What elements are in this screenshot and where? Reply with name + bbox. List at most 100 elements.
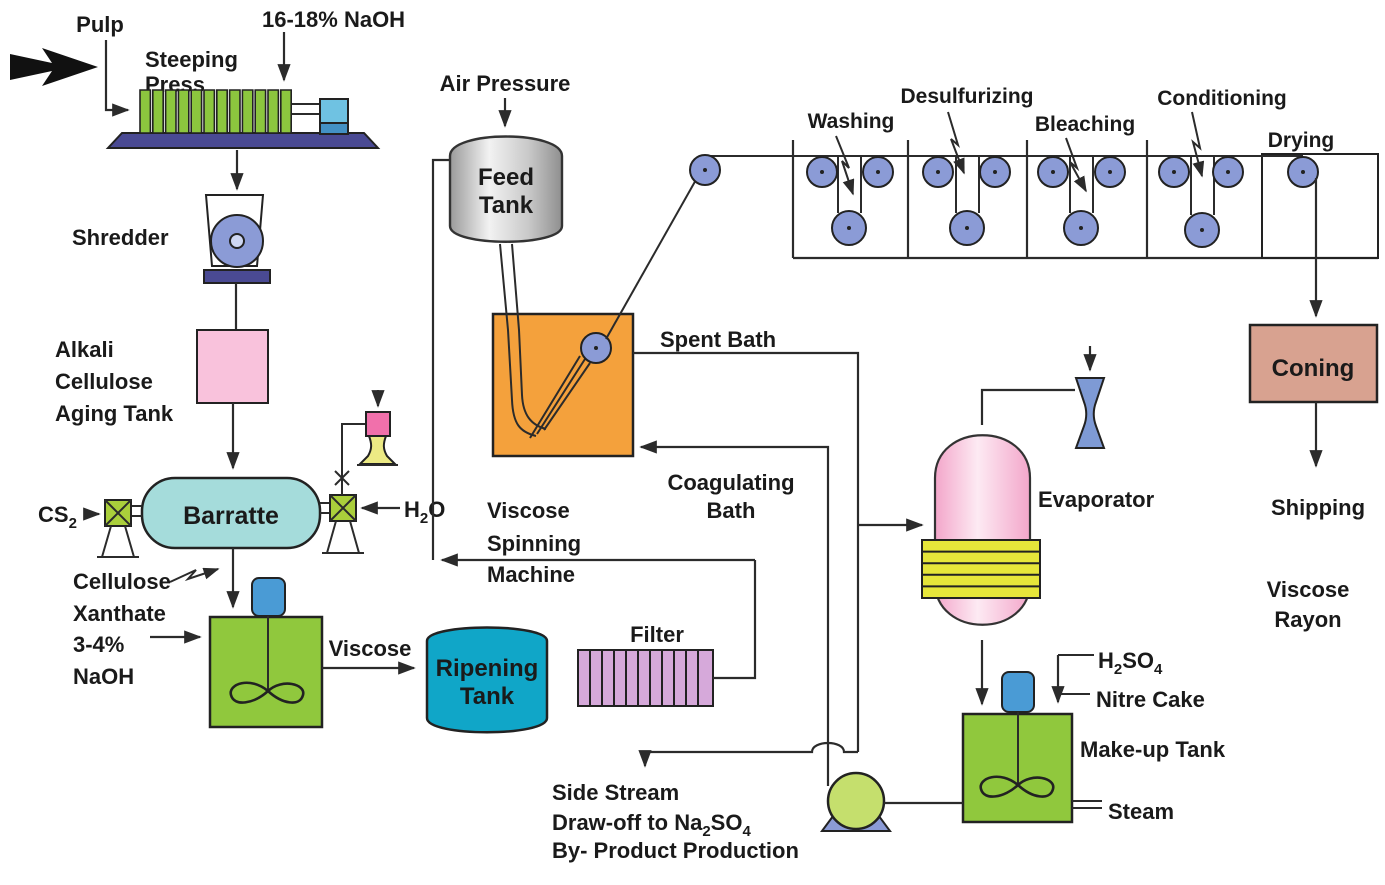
cellulose-xanthate-label-1: Cellulose	[73, 569, 171, 594]
feed-tank-downcomer	[431, 158, 450, 560]
naoh-dilute-label-2: NaOH	[73, 664, 134, 689]
press-piston-top	[319, 98, 349, 124]
roller-icon	[1094, 156, 1126, 188]
coning-body	[1248, 323, 1379, 404]
spinning-machine-label-3: Machine	[487, 562, 575, 587]
acid-feed-stubs	[1058, 654, 1094, 695]
dip-roller-icon	[949, 210, 985, 246]
wash-tanks	[791, 140, 1378, 260]
mixer-tank-body	[208, 615, 324, 729]
press-piston-bottom	[319, 122, 349, 135]
bath-circuit: Spent Bath Coagulating Bath Side Stream …	[552, 327, 924, 863]
filter-label: Filter	[630, 622, 684, 647]
h2o-valve-x-icon	[329, 494, 357, 522]
feed-tank-body	[448, 135, 564, 243]
viscose-rayon-label-1: Viscose	[1267, 577, 1350, 602]
xanthate-zigzag-arrow	[169, 567, 220, 583]
drying-box	[1261, 153, 1379, 259]
shredder-label: Shredder	[72, 225, 169, 250]
roller-icon	[689, 154, 721, 186]
steeping-press-label-1: Steeping	[145, 47, 238, 72]
spent-bath-label: Spent Bath	[660, 327, 776, 352]
viscose-rayon-label-2: Rayon	[1274, 607, 1341, 632]
filter-plates	[589, 650, 699, 706]
ripening-tank-label-1: Ripening	[436, 655, 539, 682]
funnel-valve-x-icon	[334, 470, 350, 486]
side-stream-label-2: Draw-off to Na2SO4	[552, 810, 751, 840]
coning-label: Coning	[1272, 355, 1355, 382]
press-plates	[139, 89, 292, 134]
steeping-press: Steeping Press 16-18% NaOH	[105, 7, 405, 191]
desulfurizing-arrow	[947, 111, 965, 175]
naoh-feed-label: 16-18% NaOH	[262, 7, 405, 32]
feed-tank-label-1: Feed	[478, 164, 534, 191]
dip-roller-icon	[1184, 212, 1220, 248]
thread-up-line	[605, 177, 698, 340]
press-piston-rod	[292, 103, 320, 115]
roller-icon	[979, 156, 1011, 188]
spinneret-filaments	[529, 355, 591, 439]
makeup-tank-label: Make-up Tank	[1080, 737, 1226, 762]
dip-roller-icon	[1063, 210, 1099, 246]
viscose-label: Viscose	[329, 636, 412, 661]
air-pressure-label: Air Pressure	[440, 71, 571, 96]
evaporator-band-lines	[922, 550, 1040, 588]
shredder-roller-hub	[229, 233, 245, 249]
viscose-spinning-machine: Viscose Spinning Machine	[487, 177, 698, 587]
barratte: Barratte	[140, 476, 322, 550]
ejector-icon	[1074, 377, 1106, 449]
funnel-top	[365, 411, 391, 437]
feed-tank-label-2: Tank	[479, 192, 534, 219]
roller-icon	[1158, 156, 1190, 188]
spinning-machine-label-1: Viscose	[487, 498, 570, 523]
ripening-tank: Ripening Tank	[425, 626, 549, 734]
evaporator-vapor-line	[980, 388, 1075, 425]
evaporator-label: Evaporator	[1038, 487, 1155, 512]
barratte-label: Barratte	[183, 502, 279, 530]
press-base	[105, 132, 381, 149]
thread-dips	[837, 157, 1215, 215]
shredder: Shredder	[72, 194, 271, 330]
ripening-tank-label-2: Tank	[460, 683, 515, 710]
naoh-dilute-label-1: 3-4%	[73, 632, 124, 657]
aging-tank-label-3: Aging Tank	[55, 401, 174, 426]
drying-label: Drying	[1268, 129, 1335, 152]
evaporator-band	[921, 539, 1041, 599]
nitre-cake-label: Nitre Cake	[1096, 687, 1205, 712]
roller-icon	[806, 156, 838, 188]
steam-label: Steam	[1108, 799, 1174, 824]
spinning-machine-label-2: Spinning	[487, 531, 581, 556]
pulp-line	[104, 40, 130, 117]
h2o-valve-stand	[322, 520, 364, 554]
aging-tank-body	[196, 329, 269, 404]
coagulating-bath-line	[639, 440, 830, 786]
roller-icon	[862, 156, 894, 188]
funnel-line	[341, 423, 366, 495]
makeup-tank: H2SO4 Nitre Cake Make-up Tank Steam	[961, 648, 1226, 824]
aging-tank-label-2: Cellulose	[55, 369, 153, 394]
pump-body	[826, 771, 886, 831]
roller-icon	[922, 156, 954, 188]
feed-tank: Air Pressure Feed Tank	[431, 71, 571, 560]
makeup-impeller-icon	[979, 775, 1055, 798]
pulp-label: Pulp	[76, 12, 124, 37]
ripening-tank-body	[425, 626, 549, 734]
desulfurizing-label: Desulfurizing	[900, 85, 1033, 108]
shipping-label: Shipping	[1271, 495, 1365, 520]
conditioning-arrow	[1191, 111, 1205, 178]
side-stream-label-3: By- Product Production	[552, 838, 799, 863]
cs2-valve: CS2	[38, 499, 142, 558]
spent-bath-line	[633, 351, 860, 752]
xanthation-mixer: Cellulose Xanthate 3-4% NaOH Viscose	[73, 548, 416, 729]
washing-label: Washing	[808, 110, 895, 133]
conditioning-label: Conditioning	[1157, 87, 1286, 110]
alkali-cellulose-aging-tank: Alkali Cellulose Aging Tank	[55, 329, 269, 470]
filter-body	[577, 649, 714, 707]
steam-lines	[1072, 800, 1102, 809]
roller-icon	[1212, 156, 1244, 188]
mixer-motor	[251, 577, 286, 617]
washing-arrow	[835, 135, 855, 196]
cs2-valve-connector	[131, 505, 142, 517]
filter-riser-line	[713, 560, 757, 680]
